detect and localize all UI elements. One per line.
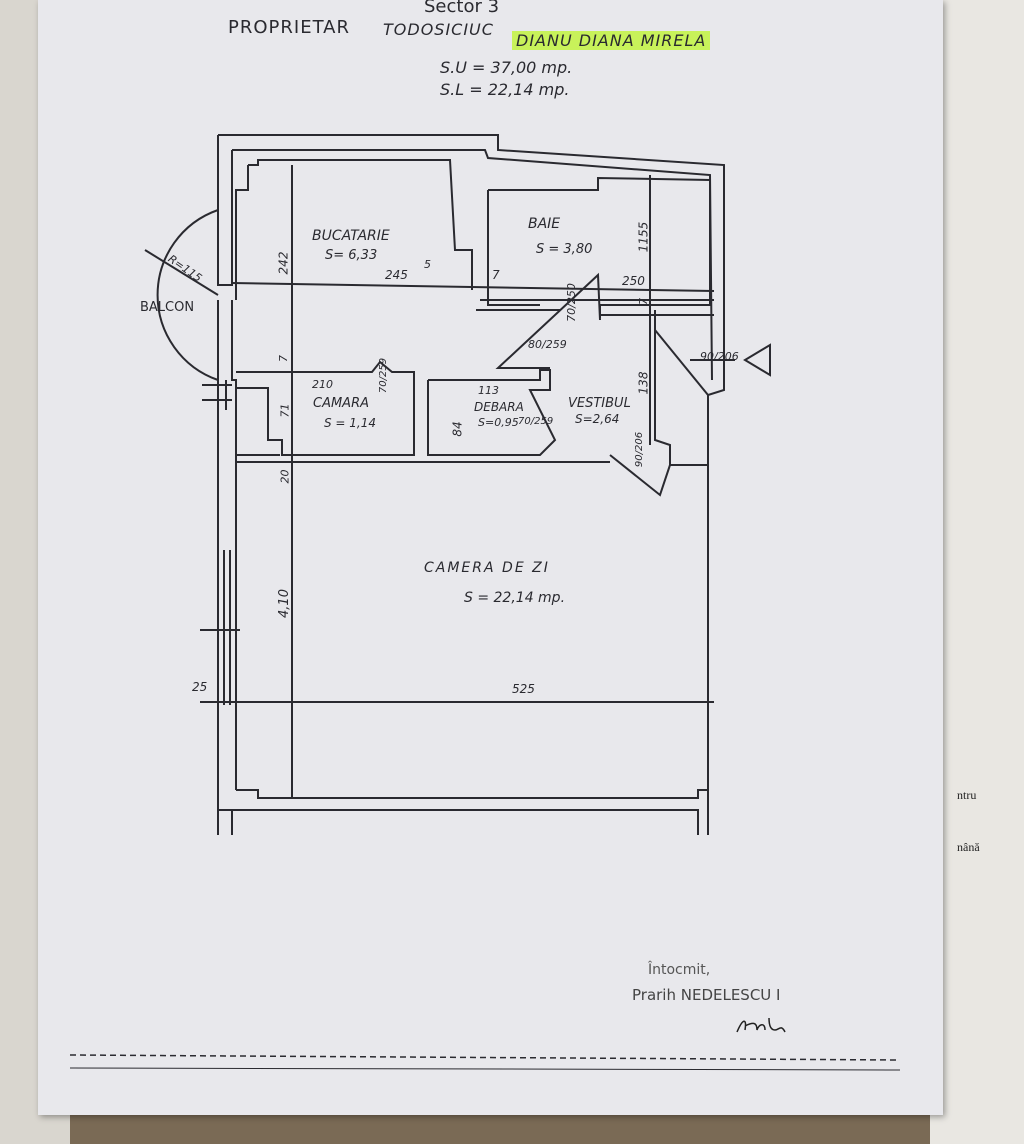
sl-area: S.L = 22,14 mp. xyxy=(440,80,570,99)
vestibul-wall xyxy=(495,272,601,369)
dim-7c: 7 xyxy=(277,355,290,362)
left-wall-inner xyxy=(231,300,237,790)
dim-7b: 7 xyxy=(637,298,650,305)
room-vestibul-area: S=2,64 xyxy=(575,412,620,426)
camara-wall xyxy=(236,360,415,456)
dim-210: 210 xyxy=(312,378,333,391)
balcony-arc xyxy=(156,209,219,381)
dim-70-250: 70/250 xyxy=(564,283,578,322)
room-camara-area: S = 1,14 xyxy=(324,416,377,430)
owner-label: PROPRIETAR xyxy=(228,17,350,38)
dim-20: 20 xyxy=(278,469,292,484)
dim-242: 242 xyxy=(276,251,291,275)
owner-name-2: DIANU DIANA MIRELA xyxy=(512,31,711,50)
debara-wall xyxy=(427,369,557,456)
dim-5: 5 xyxy=(424,258,431,271)
footer-author: Prarih NEDELESCU I xyxy=(632,986,781,1004)
sector-label: Sector 3 xyxy=(424,0,500,17)
kitchen-left-wall xyxy=(235,165,249,300)
room-vestibul-name: VESTIBUL xyxy=(568,396,631,411)
dim-410: 4,10 xyxy=(276,589,292,618)
footer-line xyxy=(69,1054,901,1061)
dim-70-259b: 70/259 xyxy=(518,416,554,427)
dim-245: 245 xyxy=(385,268,408,282)
dim-155: 1155 xyxy=(636,221,651,253)
dim-113: 113 xyxy=(478,384,499,397)
room-debara-name: DEBARA xyxy=(474,400,524,414)
room-camara-name: CAMARA xyxy=(313,396,370,411)
side-note-2: nână xyxy=(957,840,980,854)
dim-70-259a: 70/259 xyxy=(378,357,390,394)
side-note-1: ntru xyxy=(957,788,977,802)
floor-plan-sheet xyxy=(38,0,943,1115)
dim-84: 84 xyxy=(450,421,465,437)
room-baie-name: BAIE xyxy=(528,216,561,232)
room-debara-area: S=0,95 xyxy=(478,416,519,429)
room-camera-de-zi-area: S = 22,14 mp. xyxy=(464,590,566,606)
su-area: S.U = 37,00 mp. xyxy=(440,58,573,77)
room-bucatarie-name: BUCATARIE xyxy=(312,228,390,244)
dim-90-206b: 90/206 xyxy=(634,431,646,468)
footer-signature xyxy=(735,1014,795,1040)
paper-stack-right xyxy=(930,0,1024,1144)
left-wall xyxy=(217,135,233,286)
bottom-wall xyxy=(236,789,708,799)
dim-80-259: 80/259 xyxy=(528,338,567,351)
room-bucatarie-area: S= 6,33 xyxy=(325,248,378,263)
dim-90-206a: 90/206 xyxy=(700,350,739,363)
dim-71: 71 xyxy=(278,403,292,418)
bath-left-wall xyxy=(487,190,540,306)
footer-prepared-by: Întocmit, xyxy=(648,962,711,978)
room-balcon-name: BALCON xyxy=(140,300,195,315)
kitchen-wall xyxy=(248,159,473,290)
dim-525: 525 xyxy=(512,682,535,696)
bottom-wall-outer xyxy=(218,809,699,835)
dim-25: 25 xyxy=(192,680,208,694)
owner-name-1: TODOSICIUC xyxy=(383,20,494,39)
orientation-triangle xyxy=(743,343,771,377)
dim-7a: 7 xyxy=(492,268,500,282)
dim-250: 250 xyxy=(622,274,645,288)
room-camera-de-zi-name: CAMERA DE ZI xyxy=(424,560,550,576)
signature-mark xyxy=(736,1017,786,1033)
room-baie-area: S = 3,80 xyxy=(536,242,593,257)
dim-138: 138 xyxy=(636,371,651,395)
